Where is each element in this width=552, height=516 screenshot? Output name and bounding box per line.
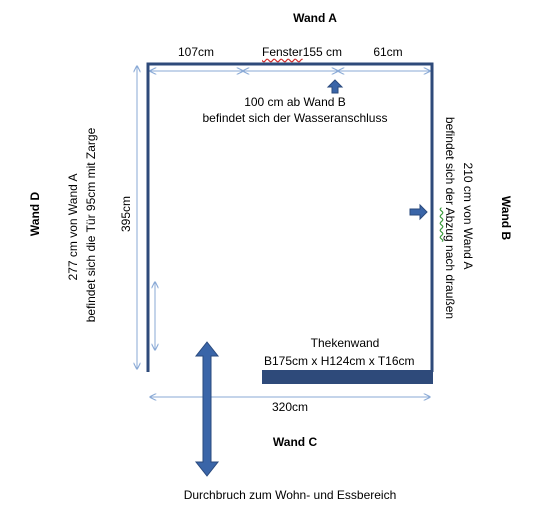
counter-title: Thekenwand	[310, 336, 380, 350]
window-width: 155 cm	[302, 45, 343, 59]
window-word: Fenster	[262, 45, 303, 59]
opening-note: Durchbruch zum Wohn- und Essbereich	[183, 488, 397, 502]
dim-label-107: 107cm	[177, 45, 215, 59]
dim-label-61: 61cm	[373, 45, 403, 59]
water-note-line2: befindet sich der Wasseranschluss	[202, 111, 388, 125]
water-note-line1: 100 cm ab Wand B	[244, 95, 346, 109]
dim-label-depth: 395cm	[119, 195, 133, 233]
drain-note-line2: befindet sich der Abzug nach draußen	[443, 117, 457, 319]
window-label: Fenster155 cm	[262, 45, 342, 59]
counter-size: B175cm x H124cm x T16cm	[264, 354, 415, 368]
drain-note-text-a: befindet sich der	[443, 116, 457, 208]
drain-note-line1: 210 cm von Wand A	[461, 162, 475, 270]
counter-wall	[262, 370, 433, 384]
drain-note-text-c: nach draußen	[443, 241, 457, 320]
wall-outline	[146, 62, 434, 372]
door-note-line2: befindet sich die Tür 95cm mit Zarge	[84, 127, 98, 323]
drain-note-word: Abzug	[443, 207, 457, 242]
drain-arrow	[409, 203, 428, 221]
dim-label-width: 320cm	[271, 400, 309, 414]
wall-c-label: Wand C	[272, 435, 318, 449]
water-connection-arrow	[326, 79, 344, 94]
wall-d-label: Wand D	[28, 191, 42, 237]
wall-b-label: Wand B	[499, 195, 513, 241]
door-note-line1: 277 cm von Wand A	[66, 173, 80, 281]
wall-a-label: Wand A	[293, 11, 337, 25]
opening-double-arrow	[194, 341, 220, 477]
